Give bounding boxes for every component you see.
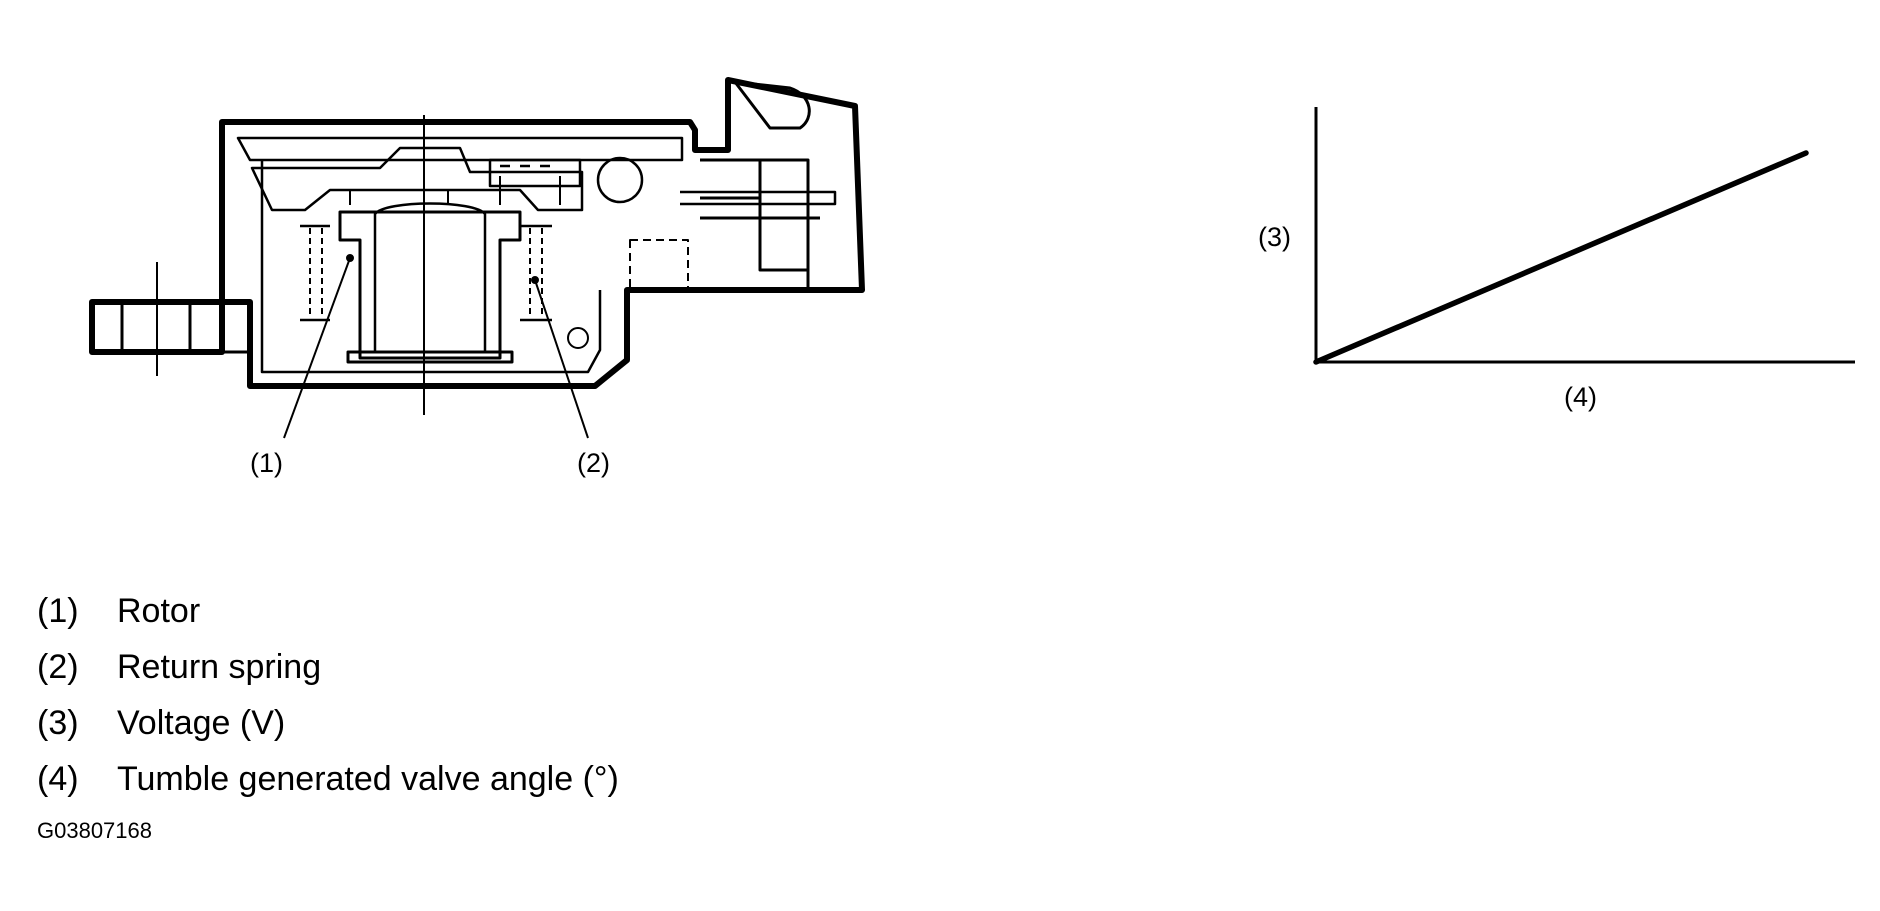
x-axis-label: (4)	[1564, 382, 1597, 412]
housing-outline	[89, 77, 865, 389]
connector-latch	[733, 80, 811, 130]
voltage-line	[1313, 150, 1809, 365]
legend-number: (3)	[37, 704, 79, 742]
y-axis-label: (3)	[1258, 222, 1291, 252]
rotor-cup	[338, 210, 522, 360]
legend-label: Voltage (V)	[117, 704, 286, 742]
rotor-core	[373, 202, 487, 354]
sensor-cross-section	[89, 77, 865, 439]
legend-label: Return spring	[117, 648, 322, 686]
housing-inner-wall	[236, 136, 684, 162]
spring-right	[529, 228, 543, 318]
spring-left	[309, 228, 323, 318]
dashed-pocket	[629, 239, 689, 291]
leader-rotor	[283, 257, 351, 439]
figure-id: G03807168	[37, 818, 152, 843]
legend-number: (2)	[37, 648, 79, 686]
voltage-angle-graph: (3) (4)	[1258, 107, 1855, 412]
legend-label: Tumble generated valve angle (°)	[117, 760, 619, 798]
leader-rotor-dot	[346, 254, 354, 262]
connector-pin	[680, 190, 837, 206]
upper-ribs	[349, 176, 561, 205]
rotor-base	[346, 350, 514, 364]
connector-shell	[700, 158, 820, 290]
housing-inner-body	[260, 160, 602, 374]
leader-spring-dot	[531, 276, 539, 284]
small-hole	[567, 327, 589, 349]
spring-seats	[300, 224, 552, 322]
legend-number: (1)	[37, 592, 79, 630]
leader-spring	[534, 279, 589, 439]
legend-label: Rotor	[117, 592, 201, 630]
callout-return-spring: (2)	[577, 448, 610, 478]
inlet-tube	[92, 300, 250, 354]
callout-rotor: (1)	[250, 448, 283, 478]
gear-train	[488, 158, 582, 188]
pivot-circle	[596, 156, 644, 204]
legend-number: (4)	[37, 760, 79, 798]
upper-cavity	[250, 146, 584, 212]
